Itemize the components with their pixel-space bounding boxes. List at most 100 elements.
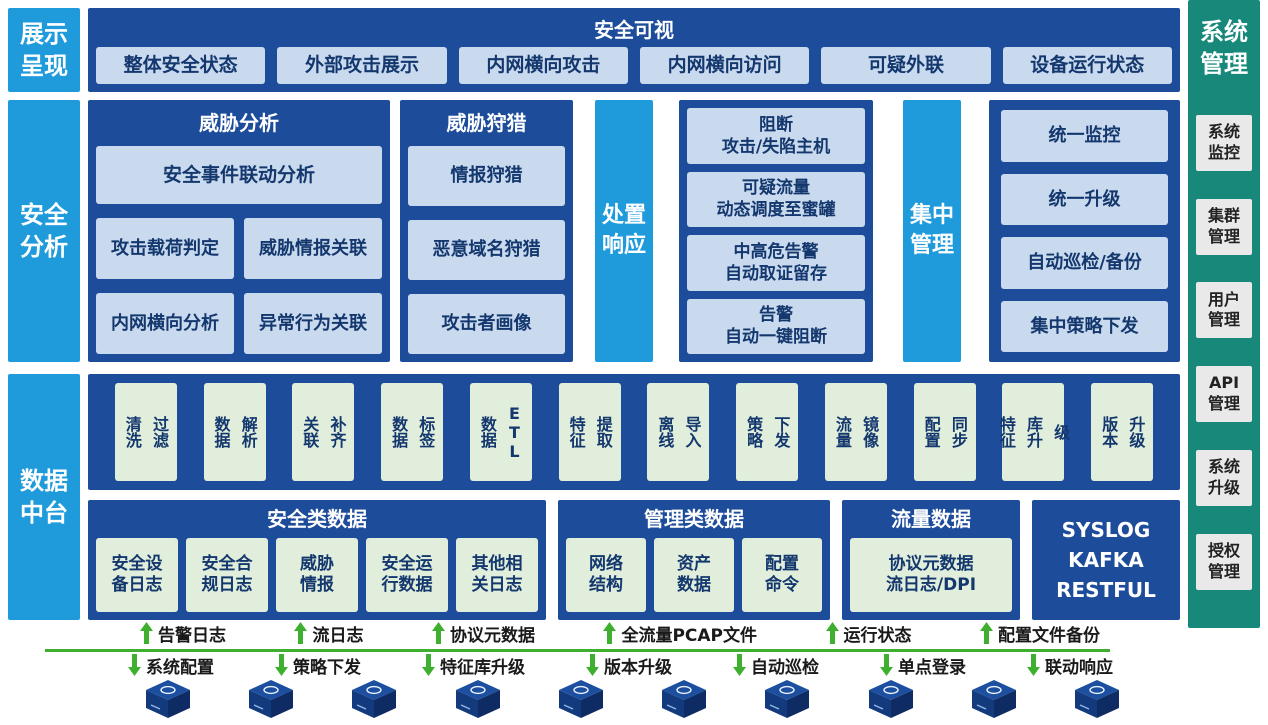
flow-down-linked-response: 联动响应 <box>1027 653 1113 678</box>
up-arrow-icon <box>140 622 153 644</box>
visibility-item-suspicious-outreach: 可疑外联 <box>821 47 991 84</box>
device-icon <box>764 679 810 723</box>
threat-analysis-item-lateral-analysis: 内网横向分析 <box>96 293 234 354</box>
device-icon <box>145 679 191 723</box>
section-label-data-platform: 数据 中台 <box>8 374 80 620</box>
flow-down-auto-inspection: 自动巡检 <box>733 653 819 678</box>
processing-item-correlation-completion: 关联 补齐 <box>292 383 355 481</box>
flow-down-policy-distribution: 策略下发 <box>275 653 361 678</box>
security-data-item-other-logs: 其他相 关日志 <box>456 538 538 612</box>
down-arrow-icon <box>880 654 893 676</box>
device-icon <box>971 679 1017 723</box>
management-data-item-asset-data: 资产 数据 <box>654 538 734 612</box>
system-management-rail: 系统 管理 系统 监控 集群 管理 用户 管理 API 管理 系统 升级 授权 … <box>1188 0 1260 628</box>
central-management-panel: 统一监控 统一升级 自动巡检/备份 集中策略下发 <box>989 100 1180 362</box>
flow-down-system-config: 系统配置 <box>128 653 214 678</box>
threat-hunting-panel: 威胁狩猎 情报狩猎 恶意域名狩猎 攻击者画像 <box>400 100 573 362</box>
down-arrow-icon <box>275 654 288 676</box>
system-item-api-management: API 管理 <box>1196 366 1252 423</box>
threat-analysis-item-event-correlation: 安全事件联动分析 <box>96 146 382 204</box>
system-item-monitoring: 系统 监控 <box>1196 114 1252 171</box>
flow-divider-line <box>45 649 1110 652</box>
central-item-auto-inspection-backup: 自动巡检/备份 <box>1001 237 1168 289</box>
downward-flows-row: 系统配置 策略下发 特征库升级 版本升级 自动巡检 单点登录 联动响应 <box>128 653 1113 678</box>
up-arrow-icon <box>294 622 308 644</box>
management-data-panel: 管理类数据 网络 结构 资产 数据 配置 命令 <box>558 500 830 620</box>
system-item-cluster-management: 集群 管理 <box>1196 198 1252 255</box>
security-data-item-device-logs: 安全设 备日志 <box>96 538 178 612</box>
visibility-item-external-attack: 外部攻击展示 <box>277 47 447 84</box>
processing-item-feature-extraction: 特征 提取 <box>558 383 621 481</box>
central-item-unified-upgrade: 统一升级 <box>1001 173 1168 225</box>
processing-item-data-parse: 数据 解析 <box>203 383 266 481</box>
down-arrow-icon <box>1027 654 1040 676</box>
flow-down-signature-upgrade: 特征库升级 <box>422 653 525 678</box>
processing-item-data-etl: 数据 ETL <box>469 383 532 481</box>
response-panel: 阻断 攻击/失陷主机 可疑流量 动态调度至蜜罐 中高危告警 自动取证留存 告警 … <box>679 100 873 362</box>
data-processing-panel: 清洗 过滤 数据 解析 关联 补齐 数据 标签 数据 ETL 特征 提取 离线 … <box>88 374 1180 490</box>
security-data-item-compliance-logs: 安全合 规日志 <box>186 538 268 612</box>
response-item-one-click-block: 告警 自动一键阻断 <box>687 298 865 354</box>
security-data-item-threat-intel: 威胁 情报 <box>276 538 358 612</box>
flow-up-pcap-files: 全流量PCAP文件 <box>603 621 757 646</box>
visibility-item-lateral-access: 内网横向访问 <box>639 47 810 84</box>
threat-analysis-item-intel-correlation: 威胁情报关联 <box>244 218 382 279</box>
threat-analysis-item-payload: 攻击载荷判定 <box>96 218 234 279</box>
processing-item-data-tag: 数据 标签 <box>381 383 444 481</box>
threat-hunting-item-intel: 情报狩猎 <box>408 146 565 206</box>
up-arrow-icon <box>431 622 445 644</box>
processing-item-offline-import: 离线 导入 <box>647 383 710 481</box>
response-item-evidence-retention: 中高危告警 自动取证留存 <box>687 235 865 291</box>
down-arrow-icon <box>733 654 746 676</box>
flow-down-single-sign-on: 单点登录 <box>880 653 966 678</box>
response-item-honeypot-redirect: 可疑流量 动态调度至蜜罐 <box>687 171 865 227</box>
management-data-item-config-commands: 配置 命令 <box>742 538 822 612</box>
threat-hunting-title: 威胁狩猎 <box>446 111 527 135</box>
flow-down-version-upgrade: 版本升级 <box>586 653 672 678</box>
down-arrow-icon <box>586 654 599 676</box>
management-data-item-network-structure: 网络 结构 <box>566 538 646 612</box>
visibility-item-lateral-attack: 内网横向攻击 <box>458 47 628 84</box>
down-arrow-icon <box>128 654 141 676</box>
flow-up-protocol-metadata: 协议元数据 <box>431 621 535 646</box>
central-item-policy-distribution: 集中策略下发 <box>1001 300 1168 352</box>
security-visibility-panel: 安全可视 整体安全状态 外部攻击展示 内网横向攻击 内网横向访问 可疑外联 设备… <box>88 8 1180 92</box>
flow-up-running-status: 运行状态 <box>825 621 912 646</box>
security-analysis-row: 威胁分析 安全事件联动分析 攻击载荷判定 威胁情报关联 内网横向分析 异常行为关… <box>88 100 1180 362</box>
system-item-user-management: 用户 管理 <box>1196 282 1252 339</box>
threat-hunting-item-attacker-profile: 攻击者画像 <box>408 294 565 354</box>
system-item-system-upgrade: 系统 升级 <box>1196 450 1252 507</box>
system-item-license-management: 授权 管理 <box>1196 534 1252 591</box>
upward-flows-row: 告警日志 流日志 协议元数据 全流量PCAP文件 运行状态 配置文件备份 <box>140 620 1100 646</box>
up-arrow-icon <box>603 622 617 644</box>
visibility-item-device-status: 设备运行状态 <box>1002 47 1172 84</box>
threat-analysis-panel: 威胁分析 安全事件联动分析 攻击载荷判定 威胁情报关联 内网横向分析 异常行为关… <box>88 100 390 362</box>
visibility-item-overall-status: 整体安全状态 <box>96 47 266 84</box>
section-label-presentation: 展示 呈现 <box>8 8 80 92</box>
processing-item-clean-filter: 清洗 过滤 <box>114 383 177 481</box>
traffic-data-item-protocol-metadata: 协议元数据 流日志/DPI <box>850 538 1012 612</box>
device-icon <box>248 679 294 723</box>
section-label-response: 处置 响应 <box>595 100 653 362</box>
processing-item-version-upgrade: 版本 升级 <box>1091 383 1154 481</box>
processing-item-config-sync: 配置 同步 <box>913 383 976 481</box>
device-icon <box>455 679 501 723</box>
section-label-central-management: 集中 管理 <box>903 100 961 362</box>
security-data-title: 安全类数据 <box>267 507 367 531</box>
device-icon <box>558 679 604 723</box>
interfaces-panel: SYSLOG KAFKA RESTFUL <box>1032 500 1180 620</box>
flow-up-config-backup: 配置文件备份 <box>979 621 1100 646</box>
security-data-item-operation-data: 安全运 行数据 <box>366 538 448 612</box>
data-sources-row: 安全类数据 安全设 备日志 安全合 规日志 威胁 情报 安全运 行数据 其他相 … <box>88 500 1180 620</box>
up-arrow-icon <box>825 622 839 644</box>
security-data-panel: 安全类数据 安全设 备日志 安全合 规日志 威胁 情报 安全运 行数据 其他相 … <box>88 500 546 620</box>
flow-up-alert-logs: 告警日志 <box>140 621 226 646</box>
system-management-title: 系统 管理 <box>1200 18 1248 79</box>
central-item-unified-monitoring: 统一监控 <box>1001 110 1168 162</box>
traffic-data-panel: 流量数据 协议元数据 流日志/DPI <box>842 500 1020 620</box>
processing-item-policy-distribution: 策略 下发 <box>736 383 799 481</box>
security-visibility-title: 安全可视 <box>594 18 674 42</box>
processing-item-traffic-mirror: 流量 镜像 <box>824 383 887 481</box>
threat-analysis-title: 威胁分析 <box>199 111 279 135</box>
response-item-block-attack: 阻断 攻击/失陷主机 <box>687 108 865 164</box>
